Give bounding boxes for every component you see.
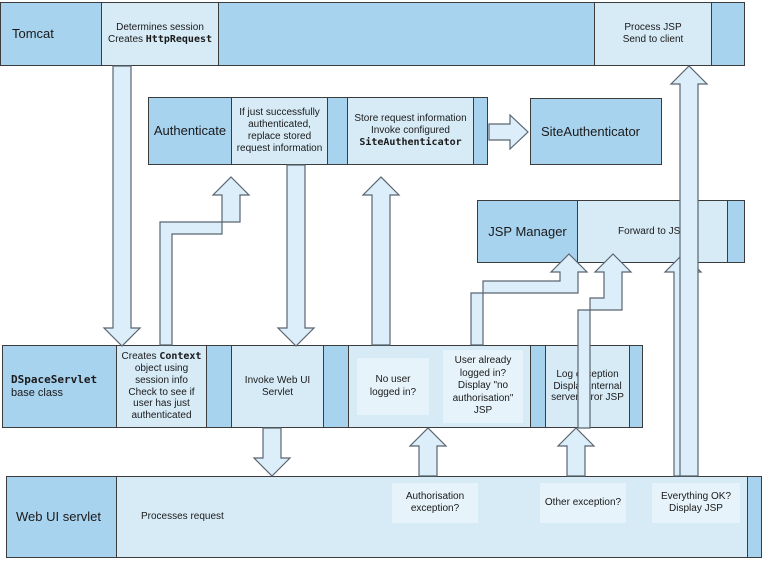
ds-no-user-line1: No user [375, 374, 411, 385]
httprequest-token: HttpRequest [145, 34, 213, 45]
ds-already-line2: logged in? [459, 367, 507, 379]
ds-creates-line2: object using [134, 362, 189, 374]
arrow-dspace-to-store-request [361, 176, 401, 346]
lane-label-authenticate: Authenticate [149, 98, 232, 164]
lane-label-tomcat: Tomcat [1, 3, 102, 65]
lane-web-ui-servlet: Web UI servlet Processes request Authori… [6, 476, 762, 558]
auth-replace-line3: replace stored [247, 131, 312, 142]
tomcat-tail-segment [712, 3, 744, 65]
ds-creates-line3: session info [135, 374, 188, 386]
ui-other-exception: Other exception? [540, 483, 626, 523]
tomcat-process-jsp-line2: Send to client [622, 34, 684, 45]
ui-ok-line2: Display JSP [669, 503, 723, 514]
ds-invoke-line2: Servlet [261, 386, 294, 398]
arrow-store-request-to-siteauthenticator [488, 113, 529, 151]
lane-label-web-ui-servlet: Web UI servlet [7, 477, 117, 557]
arrow-authorisation-exception-to-dspace [408, 427, 448, 477]
auth-store-line2: Invoke configured [371, 125, 450, 137]
jsp-forward-to-jsp: Forward to JSP [578, 201, 728, 262]
arrow-jsp-to-tomcat [669, 65, 709, 477]
auth-store-request-information: Store request information Invoke configu… [348, 98, 474, 164]
lane-authenticate: Authenticate If just successfully authen… [148, 97, 488, 165]
ui-ok-line1: Everything OK? [660, 490, 732, 502]
arrow-dspace-to-authenticate [159, 176, 251, 346]
ds-already-line3: Display "no [457, 380, 509, 392]
auth-replace-line2: authenticated, [248, 119, 311, 131]
ds-creates-line4: Check to see if [128, 386, 195, 398]
ds-already-line1: User already [454, 355, 512, 367]
ds-creates-line1: Creates Context [121, 351, 202, 363]
ui-tail-segment [747, 477, 761, 557]
context-token: Context [159, 351, 202, 363]
ui-auth-exc-line1: Authorisation [405, 490, 465, 502]
dspace-servlet-subtitle: base class [11, 386, 63, 399]
arrow-already-logged-in-to-jsp [470, 253, 589, 346]
lane-label-dspace-servlet: DSpaceServlet base class [3, 346, 117, 427]
lane-dspace-servlet: DSpaceServlet base class Creates Context… [2, 345, 643, 428]
lane-tomcat: Tomcat Determines session Creates HttpRe… [0, 2, 745, 66]
arrow-dspace-to-webui-servlet [252, 427, 292, 477]
tomcat-process-jsp-line1: Process JSP [624, 22, 682, 34]
arrow-other-exception-to-dspace [556, 427, 596, 477]
tomcat-process-jsp: Process JSP Send to client [595, 3, 712, 65]
ds-creates-line5: user has just [133, 398, 190, 410]
ds-no-user-line2: logged in? [369, 386, 417, 398]
auth-replace-line1: If just successfully [239, 107, 320, 119]
ui-everything-ok: Everything OK? Display JSP [652, 483, 740, 523]
tomcat-determines-session: Determines session Creates HttpRequest [102, 3, 219, 65]
tomcat-gap-segment [219, 3, 595, 65]
ds-spacer-two [324, 346, 349, 427]
auth-replace-stored-request: If just successfully authenticated, repl… [232, 98, 328, 164]
ds-tail-segment [630, 346, 642, 427]
ds-invoke-web-ui-servlet: Invoke Web UI Servlet [232, 346, 324, 427]
ds-already-line4: authorisation" [452, 392, 514, 404]
tomcat-determines-line1: Determines session [116, 22, 204, 34]
ui-authorisation-exception: Authorisation exception? [392, 483, 478, 523]
ds-creates-context: Creates Context object using session inf… [117, 346, 207, 427]
arrow-log-exception-to-jsp [577, 253, 633, 429]
ds-spacer-three [531, 346, 546, 427]
ui-auth-exc-line2: exception? [410, 503, 460, 514]
siteauthenticator-token: SiteAuthenticator [359, 136, 462, 148]
siteauthenticator-box: SiteAuthenticator [530, 98, 662, 165]
ds-checks-container: No user logged in? User already logged i… [349, 346, 531, 427]
ds-already-line5: JSP [473, 405, 493, 417]
tomcat-determines-line2: Creates HttpRequest [107, 34, 213, 45]
auth-tail-segment [474, 98, 487, 164]
ds-invoke-line1: Invoke Web UI [244, 374, 311, 386]
ds-spacer-one [207, 346, 232, 427]
dspace-servlet-name: DSpaceServlet [11, 372, 98, 386]
jsp-tail-segment [728, 201, 744, 262]
auth-replace-line4: request information [236, 142, 323, 154]
arrow-tomcat-to-dspace [102, 65, 142, 347]
ds-user-already-logged-in: User already logged in? Display "no auth… [443, 350, 523, 423]
ds-no-user-logged-in: No user logged in? [357, 358, 429, 415]
ds-creates-line6: authenticated [131, 410, 192, 422]
lane-label-jsp-manager: JSP Manager [478, 201, 578, 262]
arrow-authenticate-to-dspace [276, 164, 316, 347]
auth-spacer-segment [328, 98, 348, 164]
auth-store-line1: Store request information [354, 113, 467, 125]
